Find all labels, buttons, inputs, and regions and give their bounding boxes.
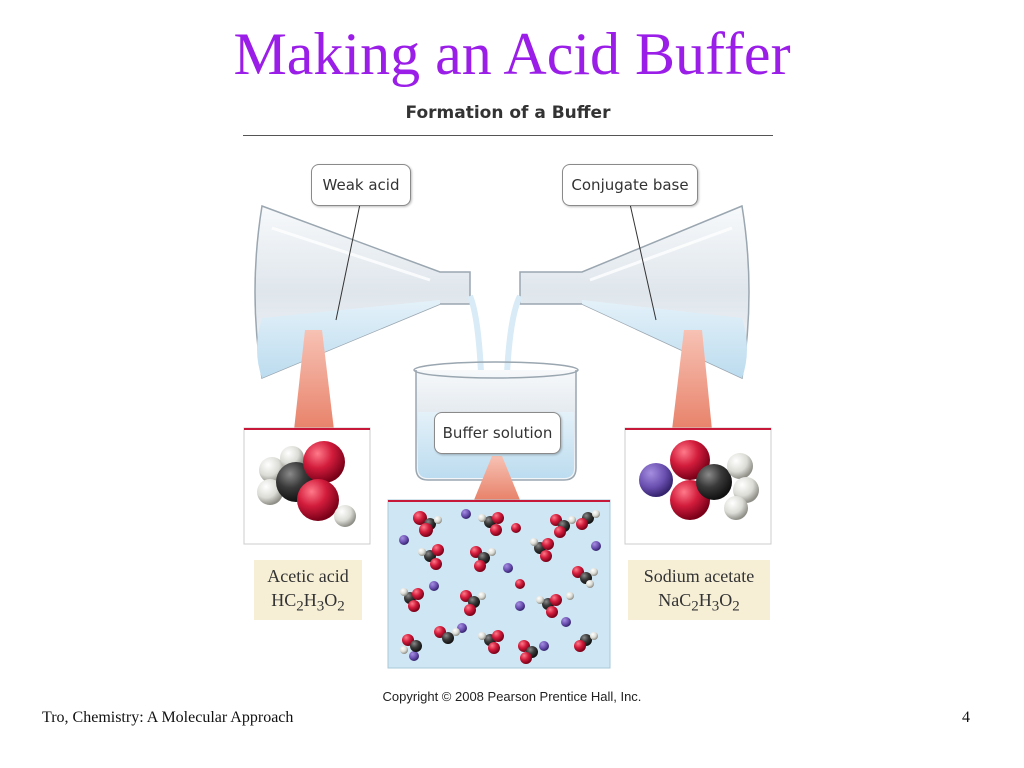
acetic-acid-molecule-panel	[243, 427, 371, 545]
center-magnify-cone	[474, 456, 520, 500]
page-number: 4	[962, 709, 970, 726]
conjugate-base-callout: Conjugate base	[562, 164, 698, 206]
sodium-acetate-name: Sodium acetate	[643, 566, 755, 586]
left-magnify-cone	[294, 330, 334, 430]
sodium-acetate-molecule-panel	[624, 427, 772, 545]
acetic-acid-formula: HC2H3O2	[271, 590, 345, 615]
buffer-solution-callout: Buffer solution	[434, 412, 561, 454]
acetic-acid-name: Acetic acid	[267, 566, 349, 586]
slide-title: Making an Acid Buffer	[233, 21, 791, 87]
weak-acid-callout: Weak acid	[311, 164, 411, 206]
footer-source: Tro, Chemistry: A Molecular Approach	[42, 709, 294, 726]
copyright-notice: Copyright © 2008 Pearson Prentice Hall, …	[382, 689, 642, 704]
conjugate-base-pointer	[629, 203, 657, 321]
weak-acid-pointer	[335, 203, 361, 321]
buffer-solution-molecular-view	[387, 499, 611, 669]
figure-title: Formation of a Buffer	[405, 103, 611, 123]
figure-title-divider	[243, 135, 773, 136]
acetic-acid-label: Acetic acid HC2H3O2	[254, 560, 362, 620]
right-magnify-cone	[672, 330, 712, 430]
sodium-acetate-formula: NaC2H3O2	[658, 590, 740, 615]
sodium-acetate-label: Sodium acetate NaC2H3O2	[628, 560, 770, 620]
